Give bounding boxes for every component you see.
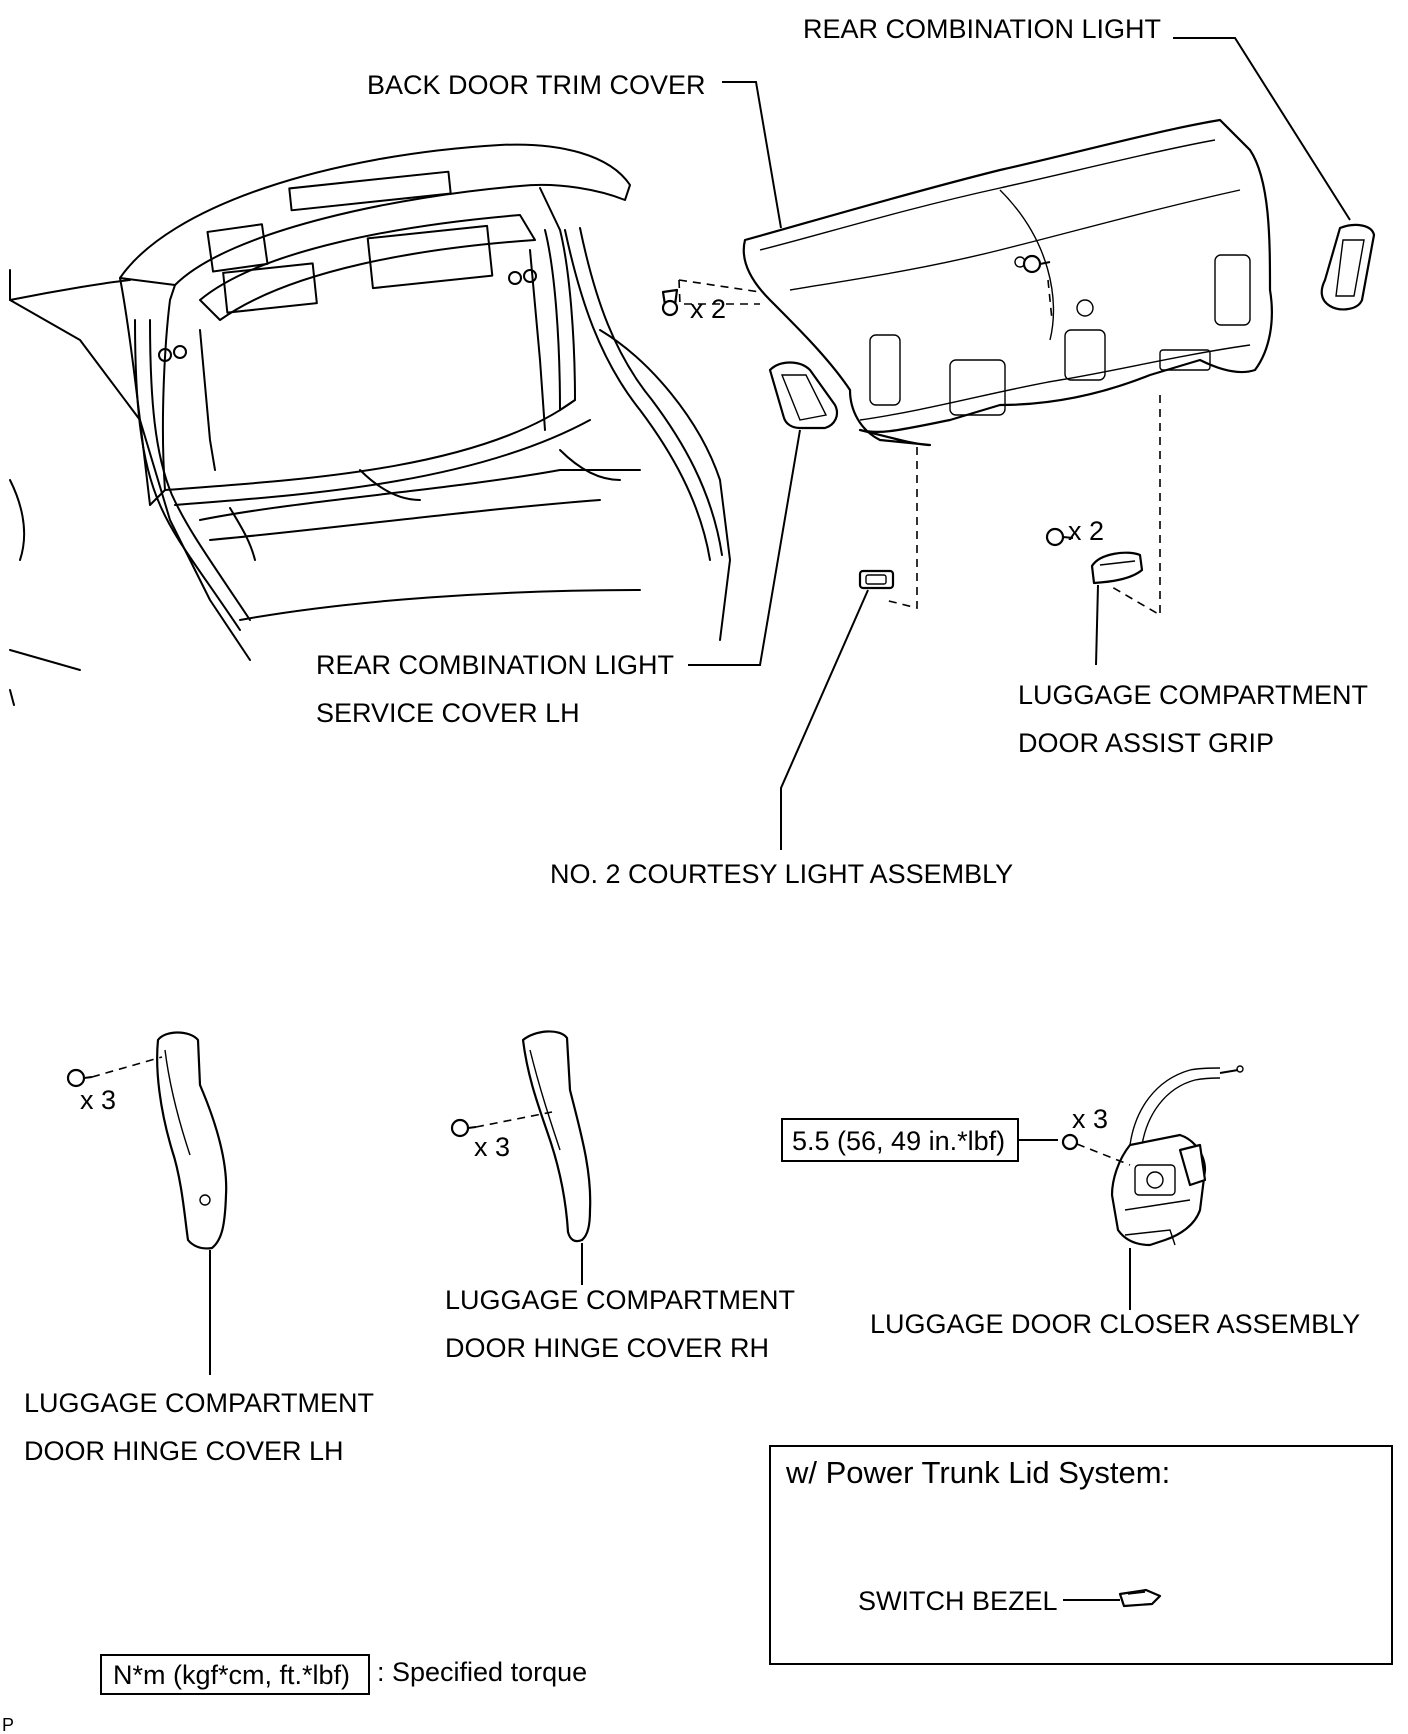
label-back-door-trim-cover: BACK DOOR TRIM COVER	[367, 70, 706, 100]
assist-grip-part	[1090, 395, 1161, 617]
hinge-cover-rh-part	[450, 1030, 592, 1285]
door-closer-assembly-part	[1018, 1065, 1244, 1310]
hinge-cover-lh-part	[66, 1031, 228, 1375]
hinge-lh-clip-qty: x 3	[80, 1085, 116, 1115]
label-hinge-lh-line1: LUGGAGE COMPARTMENT	[24, 1388, 374, 1418]
label-assist-grip-line2: DOOR ASSIST GRIP	[1018, 728, 1274, 758]
label-hinge-lh-line2: DOOR HINGE COVER LH	[24, 1436, 344, 1466]
label-assist-grip-line1: LUGGAGE COMPARTMENT	[1018, 680, 1368, 710]
label-rear-combination-light: REAR COMBINATION LIGHT	[803, 14, 1161, 44]
legend-unit-box: N*m (kgf*cm, ft.*lbf)	[113, 1660, 350, 1690]
label-service-cover-line2: SERVICE COVER LH	[316, 698, 580, 728]
label-door-closer-assembly: LUGGAGE DOOR CLOSER ASSEMBLY	[870, 1309, 1360, 1339]
label-courtesy-light: NO. 2 COURTESY LIGHT ASSEMBLY	[550, 859, 1013, 889]
service-cover-lh-part	[768, 361, 839, 430]
grip-screw-qty: x 2	[1068, 516, 1104, 546]
car-trunk-illustration	[9, 143, 731, 706]
grip-screw	[1045, 527, 1074, 547]
label-switch-bezel: SWITCH BEZEL	[858, 1586, 1058, 1616]
torque-spec-box	[781, 1118, 1019, 1162]
back-door-trim-cover	[742, 118, 1273, 447]
trim-clip-qty: x 2	[690, 294, 726, 324]
legend-description: : Specified torque	[377, 1657, 587, 1687]
hinge-rh-clip-qty: x 3	[474, 1132, 510, 1162]
power-trunk-lid-inset: w/ Power Trunk Lid System: SWITCH BEZEL	[769, 1445, 1393, 1665]
corner-mark: P	[2, 1715, 14, 1734]
closer-bolt-qty: x 3	[1072, 1104, 1108, 1134]
courtesy-light-part	[858, 447, 918, 610]
label-hinge-rh-line2: DOOR HINGE COVER RH	[445, 1333, 769, 1363]
torque-legend: N*m (kgf*cm, ft.*lbf) : Specified torque	[100, 1654, 587, 1695]
rear-combination-light-part	[1320, 223, 1376, 311]
inset-title: w/ Power Trunk Lid System:	[785, 1455, 1170, 1490]
leader-lines-top	[688, 37, 1351, 850]
trim-screw	[1022, 254, 1053, 321]
label-service-cover-line1: REAR COMBINATION LIGHT	[316, 650, 674, 680]
switch-bezel-part	[1118, 1588, 1162, 1608]
label-hinge-rh-line1: LUGGAGE COMPARTMENT	[445, 1285, 795, 1315]
torque-spec-value: 5.5 (56, 49 in.*lbf)	[792, 1126, 1005, 1156]
trim-clip	[661, 279, 761, 317]
